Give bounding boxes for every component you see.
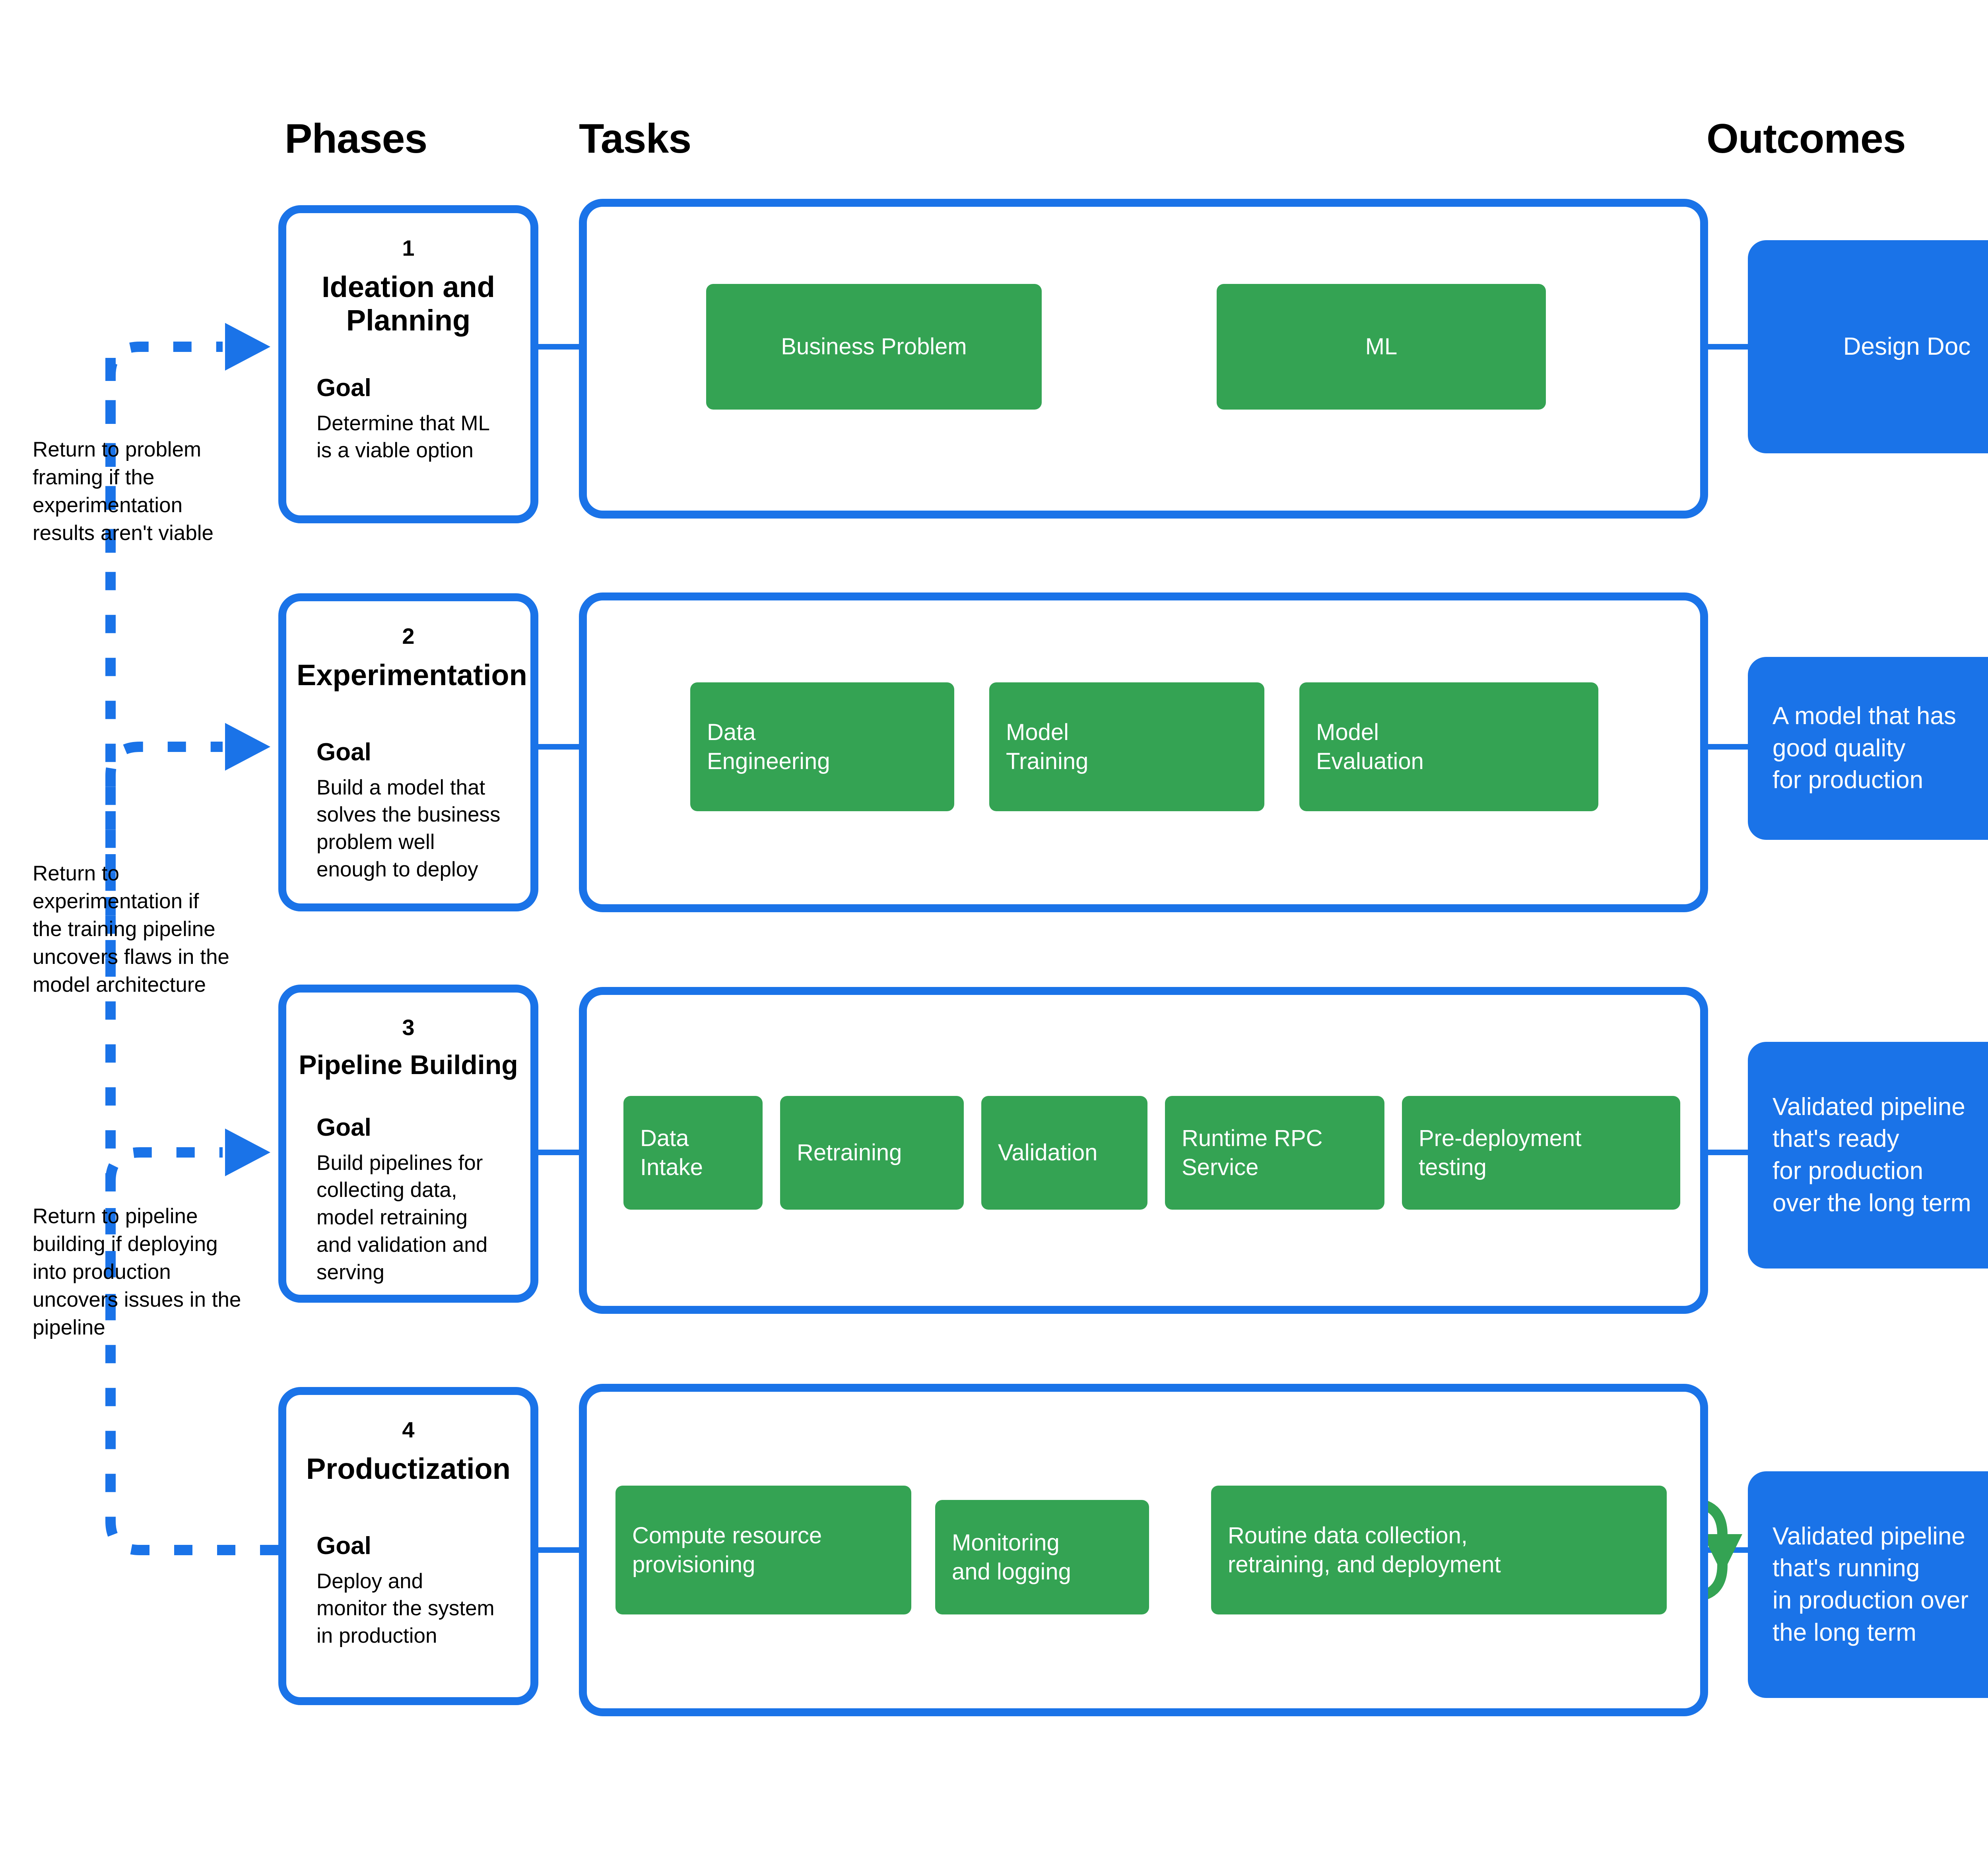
phase-number-1: 1 — [402, 235, 415, 260]
return-note-1: Return to problem framing if the experim… — [33, 438, 214, 545]
phase-number-2: 2 — [402, 624, 415, 649]
task-box-retraining[interactable]: Retraining — [780, 1096, 964, 1210]
phase-number-3: 3 — [402, 1015, 415, 1040]
return-arrowhead-1 — [225, 323, 270, 371]
phase-number-4: 4 — [402, 1417, 415, 1442]
phase-card-3[interactable]: 3 Pipeline Building Goal Build pipelines… — [278, 985, 538, 1303]
phase-card-4[interactable]: 4 Productization Goal Deploy and monitor… — [278, 1387, 538, 1705]
return-arrowhead-2 — [225, 723, 270, 771]
task-box-routine-data-collection[interactable]: Routine data collection, retraining, and… — [1211, 1486, 1667, 1614]
task-box-compute-resource-provisioning[interactable]: Compute resource provisioning — [615, 1486, 911, 1614]
phase-to-task-connectors — [538, 344, 579, 1553]
phase-goal-label-3: Goal — [316, 1114, 371, 1141]
outcome-box-4[interactable]: Validated pipeline that's running in pro… — [1748, 1471, 1988, 1698]
phase-title-3: Pipeline Building — [299, 1050, 518, 1080]
return-note-3: Return to pipeline building if deploying… — [33, 1204, 241, 1339]
phase-card-2[interactable]: 2 Experimentation Goal Build a model tha… — [278, 593, 538, 911]
outcome-box-2[interactable]: A model that has good quality for produc… — [1748, 657, 1988, 840]
task-box-model-training[interactable]: Model Training — [989, 682, 1264, 811]
column-header-outcomes: Outcomes — [1706, 116, 1906, 162]
phase-card-1[interactable]: 1 Ideation and Planning Goal Determine t… — [278, 205, 538, 523]
task-box-ml[interactable]: ML — [1217, 284, 1546, 410]
task-box-data-intake[interactable]: Data Intake — [623, 1096, 763, 1210]
outcome-box-1[interactable]: Design Doc — [1748, 240, 1988, 453]
phase-goal-text-1: Determine that ML is a viable option — [316, 411, 490, 462]
phase-goal-label-2: Goal — [316, 738, 371, 766]
loop-right-arrowhead-row4 — [1703, 1534, 1742, 1575]
task-box-pre-deployment-testing[interactable]: Pre-deployment testing — [1402, 1096, 1680, 1210]
task-box-runtime-rpc-service[interactable]: Runtime RPC Service — [1165, 1096, 1384, 1210]
phase-title-2: Experimentation — [297, 659, 527, 692]
phase-goal-text-4: Deploy and monitor the system in product… — [316, 1569, 495, 1648]
task-box-business-problem[interactable]: Business Problem — [706, 284, 1042, 410]
phase-title-1: Ideation and Planning — [322, 270, 495, 337]
outcome-box-3[interactable]: Validated pipeline that's ready for prod… — [1748, 1042, 1988, 1269]
task-to-outcome-connectors — [1706, 344, 1748, 1553]
phase-goal-text-2: Build a model that solves the business p… — [316, 775, 501, 882]
phase-goal-label-4: Goal — [316, 1532, 371, 1560]
return-arrowhead-3 — [225, 1129, 270, 1176]
phase-title-4: Productization — [306, 1452, 511, 1485]
phase-goal-label-1: Goal — [316, 374, 371, 402]
task-box-model-evaluation[interactable]: Model Evaluation — [1299, 682, 1598, 811]
phase-goal-text-3: Build pipelines for collecting data, mod… — [316, 1151, 488, 1284]
task-box-validation[interactable]: Validation — [981, 1096, 1147, 1210]
task-box-monitoring-and-logging[interactable]: Monitoring and logging — [935, 1500, 1149, 1614]
column-header-phases: Phases — [285, 116, 427, 162]
task-box-data-engineering[interactable]: Data Engineering — [690, 682, 954, 811]
return-note-2: Return to experimentation if the trainin… — [33, 862, 229, 997]
column-header-tasks: Tasks — [579, 116, 691, 162]
